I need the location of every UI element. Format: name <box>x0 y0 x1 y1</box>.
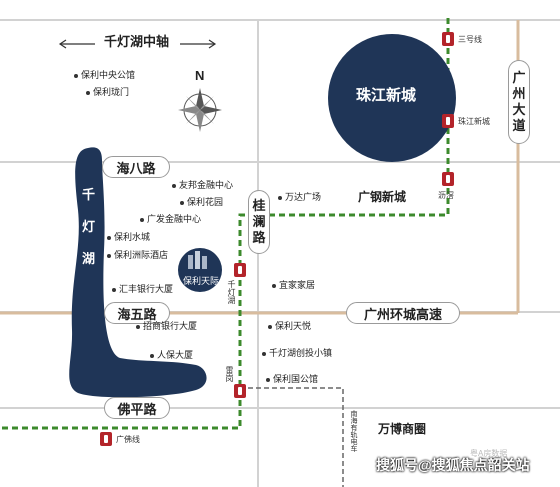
metro-qiandenghu-icon <box>234 263 246 277</box>
metro-lijiao-label: 沥滘 <box>438 191 454 200</box>
poi-guangfa: 广发金融中心 <box>140 214 201 225</box>
metro-lijiao-icon <box>442 172 454 186</box>
poi-baoli-longmen: 保利珑门 <box>86 87 129 98</box>
lake-shape <box>69 147 207 398</box>
metro-leigang-label: 雷岗 <box>225 366 234 382</box>
district-zhujiang-label: 珠江新城 <box>356 87 417 104</box>
metro-zhujiang-label: 珠江新城 <box>458 117 490 126</box>
district-guanggang-label: 广钢新城 <box>358 190 407 204</box>
metro-sanhao-label: 三号线 <box>458 35 482 44</box>
tram-line <box>240 387 344 487</box>
watermark: 搜狐号@搜狐焦点韶关站 <box>376 457 530 473</box>
poi-baoli-shuicheng: 保利水城 <box>107 232 150 243</box>
poi-zhaoshang: 招商银行大厦 <box>136 321 197 332</box>
poi-baoli-zhouji: 保利洲际酒店 <box>107 250 168 261</box>
poi-huifeng: 汇丰银行大厦 <box>112 284 173 295</box>
metro-zhujiang-icon <box>442 114 454 128</box>
poi-youbang: 友邦金融中心 <box>172 180 233 191</box>
compass-n-label: N <box>195 68 205 83</box>
lake-char-2: 灯 <box>82 219 96 234</box>
metro-sanhao-icon <box>442 32 454 46</box>
metro-green-line <box>0 18 450 430</box>
district-wanbo-label: 万博商圈 <box>378 422 427 436</box>
zhujiang-district-circle <box>328 34 456 162</box>
poi-baoli-guogongguan: 保利国公馆 <box>266 374 318 385</box>
project-logo-text: 保利天际 <box>183 276 220 286</box>
poi-wanda: 万达广场 <box>278 192 321 203</box>
poi-chuangtou: 千灯湖创投小镇 <box>262 348 332 359</box>
poi-baoli-zhongyang: 保利中央公馆 <box>74 70 135 81</box>
guilan-char-2: 澜 <box>252 214 266 229</box>
metro-guangfo-label: 广佛线 <box>116 435 140 444</box>
road-top-label: 千灯湖中轴 <box>104 34 170 49</box>
guilan-char-1: 桂 <box>252 198 266 213</box>
watermark-small: 粤A房数据 <box>470 449 508 458</box>
metro-leigang-icon <box>234 384 246 398</box>
road-huanshi-pill: 广州环城高速 <box>346 302 460 324</box>
road-haiwu-pill: 海五路 <box>104 302 170 324</box>
poi-baoli-huayuan: 保利花园 <box>180 197 223 208</box>
road-guangzhou-dadao-pill: 广州大道 <box>508 60 530 144</box>
tram-label: 南海有轨电车 <box>350 410 357 452</box>
road-haiba-pill: 海八路 <box>102 156 170 178</box>
poi-yijia: 宜家家居 <box>272 280 315 291</box>
poi-baoli-tianyue: 保利天悦 <box>268 321 311 332</box>
compass-icon <box>178 88 222 132</box>
lake-char-3: 湖 <box>82 251 96 266</box>
metro-guangfo-icon <box>100 432 112 446</box>
metro-qiandenghu-label: 千灯湖 <box>227 280 236 304</box>
road-guilan-pill: 桂澜路 <box>248 190 270 254</box>
lake-char-1: 千 <box>82 187 96 202</box>
guilan-char-3: 路 <box>252 230 266 245</box>
road-foping-pill: 佛平路 <box>104 397 170 419</box>
poi-renbao: 人保大厦 <box>150 350 193 361</box>
